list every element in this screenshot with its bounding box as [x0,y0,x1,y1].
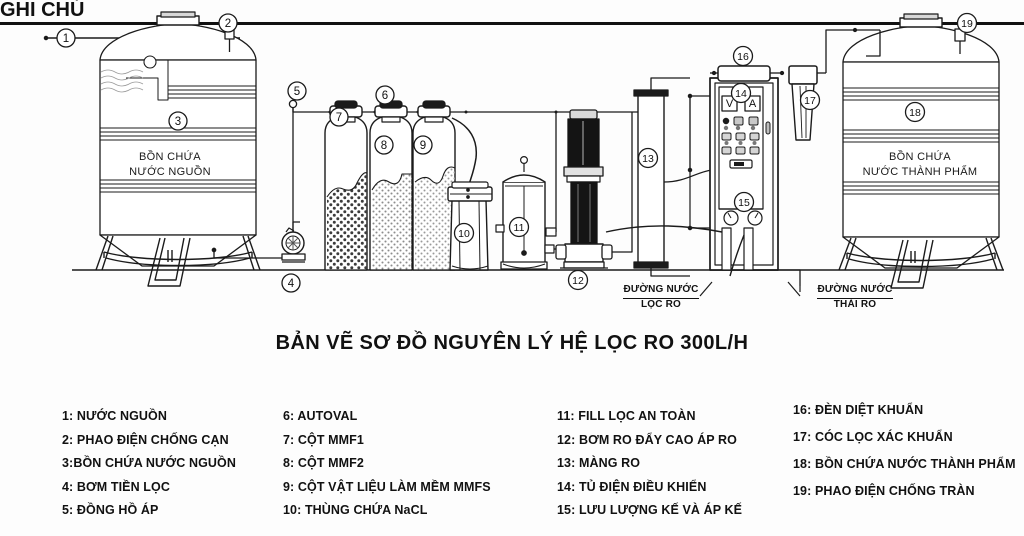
svg-text:14: 14 [735,88,747,100]
svg-text:18: 18 [909,107,921,119]
legend-item: 17: CÓC LỌC XÁC KHUẨN [793,430,953,444]
svg-text:15: 15 [738,197,750,209]
legend-column-1: 1: NƯỚC NGUỒN 2: PHAO ĐIỆN CHỐNG CẠN 3:BỒN… [62,409,236,527]
annotation-leader-lines [699,281,801,297]
source-water-tank [95,11,284,287]
permeate-hose-2 [729,234,745,277]
panel-amp-meter-label: A [749,98,757,110]
callout-4: 4 [281,273,301,293]
callout-17: 17 [799,89,821,111]
callout-19: 19 [956,12,978,34]
callout-10: 10 [453,222,475,244]
permeate-hose [605,225,723,233]
prefilter-pump [281,221,306,263]
source-tank-label: BỒN CHỨA NƯỚC NGUỒN [95,150,245,180]
svg-text:4: 4 [288,278,295,290]
legend-item: 9: CỘT VẬT LIỆU LÀM MỀM MMFS [283,479,491,494]
svg-text:5: 5 [294,86,300,98]
permeate-flow-label-line1: ĐƯỜNG NƯỚC [623,284,699,299]
svg-text:19: 19 [961,18,973,30]
source-tank-label-line2: NƯỚC NGUỒN [129,166,211,178]
ro-membrane-vessel [633,77,713,277]
legend-item: 15: LƯU LƯỢNG KẾ VÀ ÁP KẾ [557,503,743,517]
reject-drain-line [753,269,801,292]
legend-item: 10: THÙNG CHỨA NaCL [283,503,428,517]
svg-text:11: 11 [514,222,525,234]
legend-item: 16: ĐÈN DIỆT KHUẨN [793,403,924,417]
product-tank-label-line2: NƯỚC THÀNH PHẨM [862,166,978,178]
callout-13: 13 [637,147,659,169]
source-tank-label-line1: BỒN CHỨA [139,151,201,163]
legend-item: 1: NƯỚC NGUỒN [62,409,167,423]
permeate-flow-label: ĐƯỜNG NƯỚC LỌC RO [606,284,716,311]
legend-column-3: 11: FILL LỌC AN TOÀN 12: BƠM RO ĐẨY CAO Á… [557,409,742,527]
legend-item: 2: PHAO ĐIỆN CHỐNG CẠN [62,432,229,447]
softener-column-mmfs [412,100,456,271]
callout-3: 3 [168,111,188,131]
svg-text:9: 9 [420,140,426,152]
callout-5: 5 [287,81,307,101]
legend-item: 4: BƠM TIỀN LỌC [62,479,170,494]
callout-15: 15 [733,191,755,213]
callout-11: 11 [508,216,530,238]
filter-column-mmf2 [369,100,413,271]
legend-item: 12: BƠM RO ĐẨY CAO ÁP RO [557,432,737,447]
callout-14: 14 [730,82,752,104]
svg-text:6: 6 [382,90,388,102]
legend-item: 5: ĐỒNG HỒ ÁP [62,503,159,517]
legend-column-2: 6: AUTOVAL 7: CỘT MMF1 8: CỘT MMF2 9: CỘT V… [283,409,491,527]
drawing-title: BẢN VẼ SƠ ĐỒ NGUYÊN LÝ HỆ LỌC RO 300L/H [275,332,749,354]
product-tank-label-line1: BỒN CHỨA [889,151,951,163]
legend-item: 13: MÀNG RO [557,456,641,470]
brine-suction-hose [451,117,478,189]
svg-text:3: 3 [175,116,181,128]
callout-7: 7 [329,107,349,127]
safety-cartridge-filter [495,112,566,270]
callout-12: 12 [567,269,589,291]
callout-6: 6 [375,85,395,105]
legend-column-4: 16: ĐÈN DIỆT KHUẨN 17: CÓC LỌC XÁC KHUẨN 1… [793,403,1016,511]
reject-flow-label-line2: THẢI RO [833,298,877,310]
svg-text:1: 1 [63,33,69,45]
callout-2: 2 [218,13,238,33]
legend-item: 7: CỘT MMF1 [283,432,364,447]
product-outlet-pipe [825,27,880,73]
pressure-gauge-5 [288,97,298,232]
reject-flow-label-line1: ĐƯỜNG NƯỚC [817,284,893,299]
legend-item: 8: CỘT MMF2 [283,456,364,470]
svg-text:17: 17 [804,95,816,107]
callout-18: 18 [904,101,926,123]
svg-text:16: 16 [737,51,749,63]
callout-16: 16 [732,45,754,67]
filter-column-mmf1 [324,100,368,271]
product-tank-label: BỒN CHỨA NƯỚC THÀNH PHẨM [840,150,1000,180]
callout-9: 9 [413,135,433,155]
ro-high-pressure-pump [555,109,633,269]
legend-item: 14: TỦ ĐIỆN ĐIỀU KHIỂN [557,479,707,494]
svg-text:2: 2 [225,18,231,30]
permeate-flow-label-line2: LỌC RO [640,298,682,310]
reject-flow-label: ĐƯỜNG NƯỚC THẢI RO [800,284,910,311]
svg-text:12: 12 [572,275,584,287]
svg-text:8: 8 [381,140,387,152]
svg-text:10: 10 [458,228,470,240]
legend-item: 3:BỒN CHỨA NƯỚC NGUỒN [62,456,237,470]
legend-item: 18: BỒN CHỨA NƯỚC THÀNH PHẨM [793,457,1016,471]
svg-text:7: 7 [336,112,342,124]
callout-1: 1 [56,28,76,48]
legend-item: 19: PHAO ĐIỆN CHỐNG TRÀN [793,484,975,498]
legend-item: 6: AUTOVAL [283,409,358,423]
product-water-tank [838,13,1004,289]
legend-item: 11: FILL LỌC AN TOÀN [557,409,696,423]
svg-text:13: 13 [642,153,654,165]
callout-8: 8 [374,135,394,155]
control-cabinet [687,77,779,271]
legend-heading: GHI CHÚ [0,0,1024,25]
panel-volt-meter-label: V [726,98,734,110]
